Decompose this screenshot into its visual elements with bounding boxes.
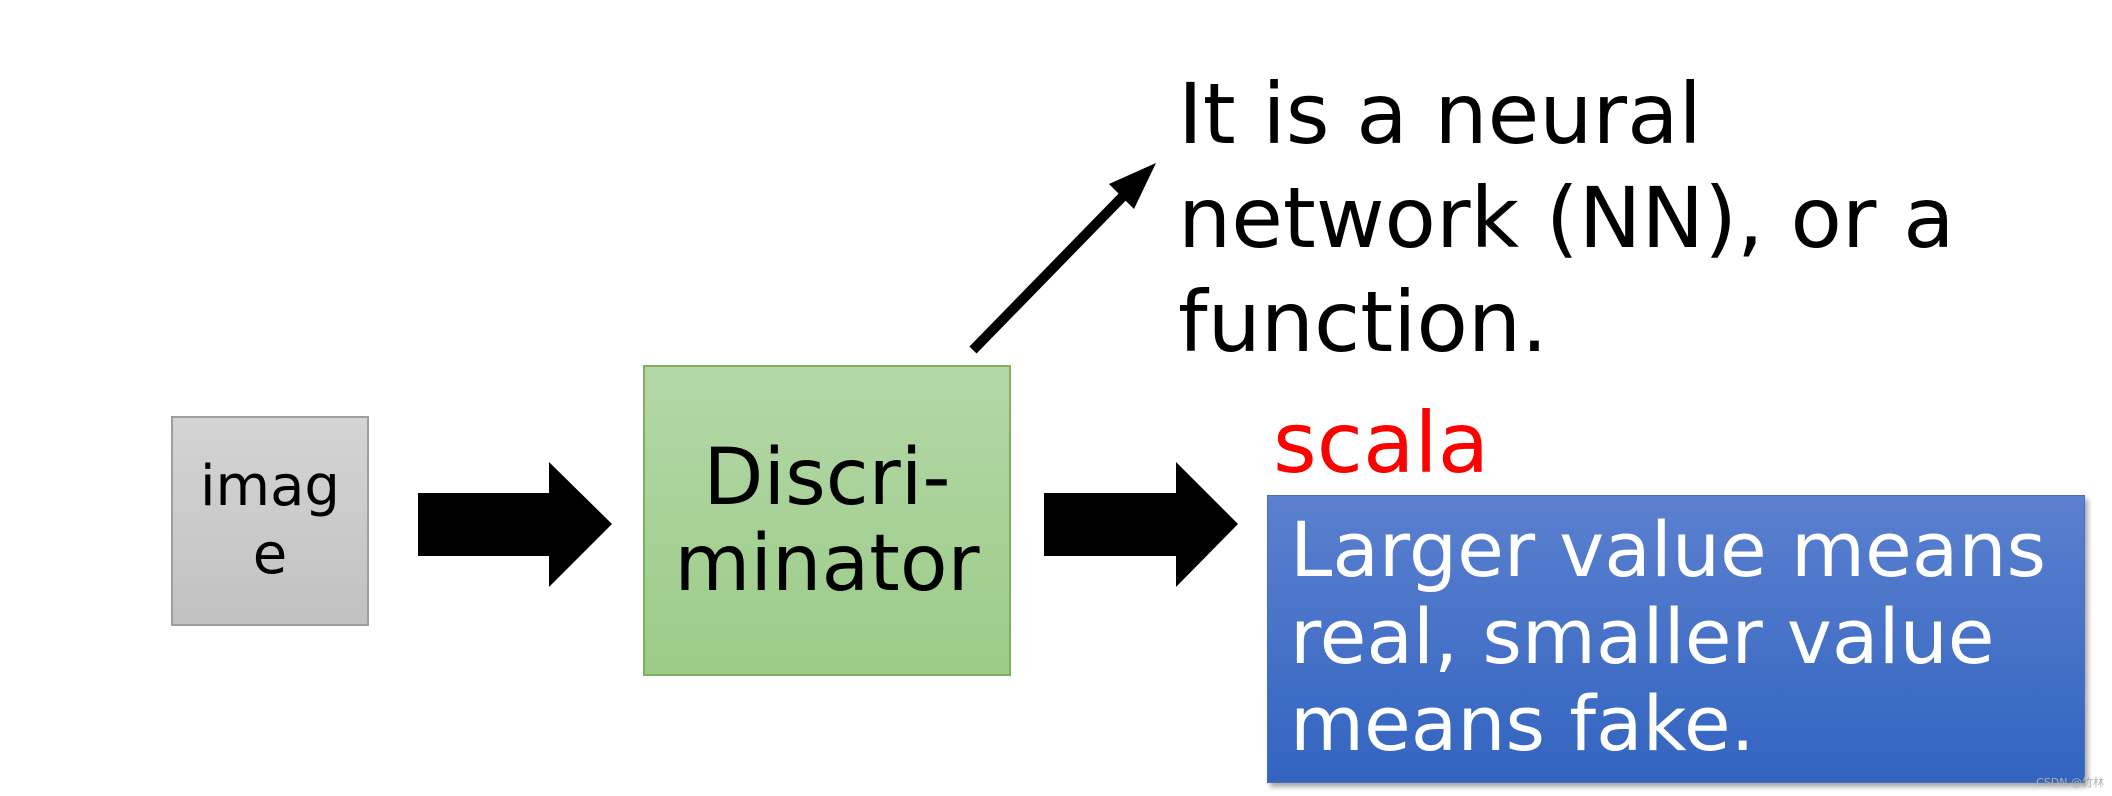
discriminator-node-label: Discri- minator: [674, 432, 980, 609]
annotation-text: It is a neural network (NN), or a functi…: [1178, 65, 1955, 371]
arrow-image-to-discriminator: [418, 462, 612, 587]
image-node-label: imag e: [200, 454, 340, 587]
watermark: CSDN @竹林: [2036, 776, 2104, 789]
arrow-discriminator-to-annotation-shaft: [969, 183, 1136, 354]
output-description-box: Larger value means real, smaller value m…: [1267, 495, 2085, 783]
image-node: imag e: [171, 416, 369, 626]
discriminator-node: Discri- minator: [643, 365, 1011, 676]
arrow-discriminator-to-output: [1044, 462, 1238, 587]
arrow-discriminator-to-annotation-head: [1109, 163, 1156, 209]
output-label: scala: [1273, 394, 1490, 492]
